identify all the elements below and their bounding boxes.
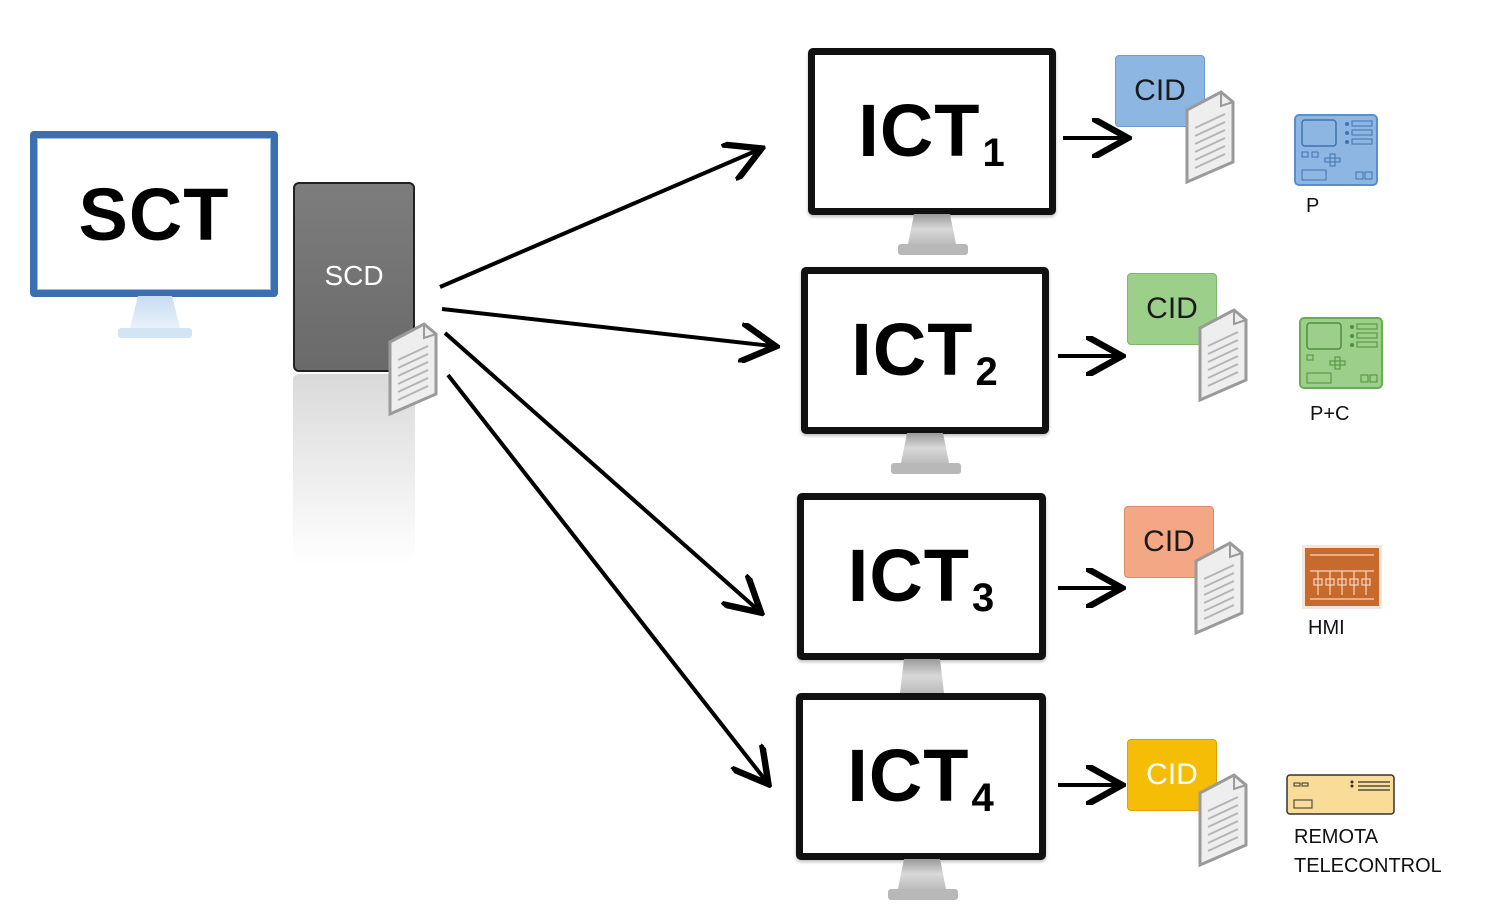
- ict2-monitor-stand: [891, 433, 961, 474]
- ict3-monitor: ICT3: [797, 493, 1046, 660]
- ict4-monitor-stand: [888, 859, 958, 900]
- ict4-label: ICT4: [847, 733, 995, 820]
- cid-label-2: CID: [1146, 292, 1198, 325]
- cid-card-3: CID: [1124, 506, 1214, 578]
- scd-label: SCD: [324, 260, 384, 291]
- device-label-telecontrol: TELECONTROL: [1294, 855, 1442, 877]
- arrow-scd-ict3: [443, 331, 758, 610]
- device-label-pc: P+C: [1310, 403, 1350, 425]
- cid-label-3: CID: [1143, 525, 1195, 558]
- device-label-p: P: [1306, 195, 1320, 217]
- ict1-label: ICT1: [858, 88, 1006, 175]
- cid4-document-icon: [1198, 773, 1248, 867]
- sct-label: SCT: [78, 172, 230, 256]
- ict3-monitor-stand: [900, 659, 944, 693]
- arrow-scd-ict1: [439, 150, 758, 289]
- protection-relay-icon: [1294, 114, 1378, 186]
- ict2-monitor: ICT2: [801, 267, 1049, 434]
- cid2-document-icon: [1198, 308, 1248, 402]
- arrow-scd-ict2: [441, 307, 772, 346]
- rtu-icon: [1286, 774, 1395, 815]
- arrow-scd-ict4: [446, 373, 766, 781]
- ict2-label: ICT2: [851, 307, 999, 394]
- device-label-hmi: HMI: [1308, 617, 1345, 639]
- ict1-monitor-stand: [898, 214, 968, 255]
- hmi-panel-icon: [1302, 545, 1382, 609]
- sct-monitor-stand: [118, 296, 192, 338]
- ict1-monitor: ICT1: [808, 48, 1056, 215]
- ict4-monitor: ICT4: [796, 693, 1046, 860]
- device-label-remota: REMOTA: [1294, 826, 1379, 848]
- cid3-document-icon: [1194, 541, 1244, 635]
- cid-label-1: CID: [1134, 74, 1186, 107]
- ict3-label: ICT3: [847, 533, 996, 620]
- cid-label-4: CID: [1146, 758, 1198, 791]
- protection-control-relay-icon: [1299, 317, 1383, 389]
- scd-document-icon: [388, 322, 438, 416]
- sct-monitor: SCT: [30, 131, 278, 297]
- cid1-document-icon: [1185, 90, 1235, 184]
